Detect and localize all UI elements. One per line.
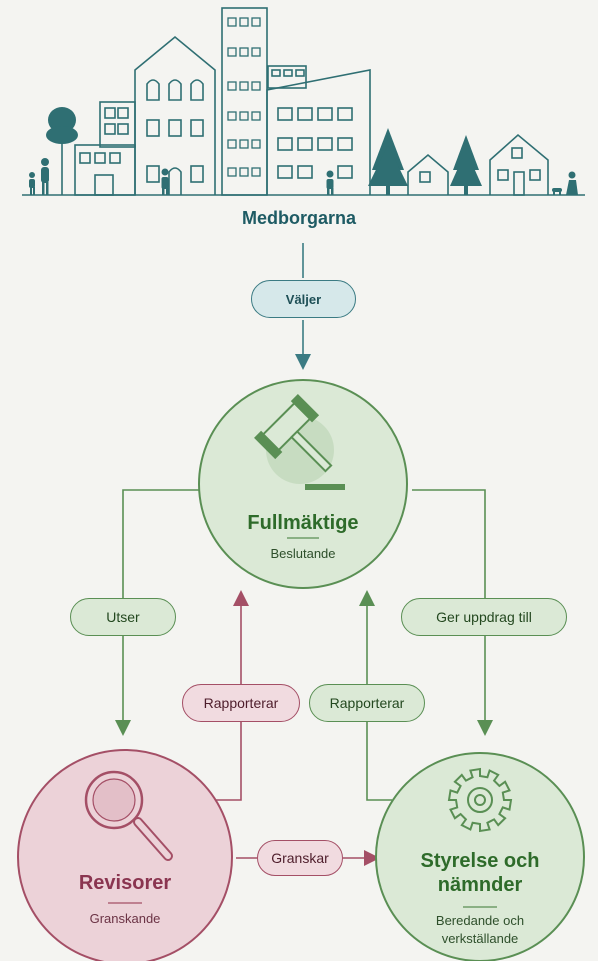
fullmaktige-subtitle: Beslutande [270,546,336,561]
revisorer-subtitle: Granskande [89,911,161,926]
city-illustration [22,7,585,196]
tree-icon [368,128,408,195]
granskar-pill: Granskar [257,840,343,876]
tree-icon [46,107,78,195]
styrelse-circle [375,752,585,961]
revisorer-title: Revisorer [78,872,172,894]
rapporterar-left-pill: Rapporterar [182,684,300,722]
fullmaktige-title: Fullmäktige [247,512,359,534]
gavel-icon [254,394,345,490]
styrelse-title-line1: Styrelse och [420,850,540,872]
medborgarna-label: Medborgarna [241,208,356,228]
ger-uppdrag-pill: Ger uppdrag till [401,598,567,636]
styrelse-title-line2: nämnder [437,874,523,896]
people-icon [29,158,578,195]
magnifier-icon [84,770,173,861]
styrelse-subtitle-line1: Beredande och [435,913,525,928]
fullmaktige-circle [198,379,408,589]
gear-icon [447,767,513,833]
utser-pill: Utser [70,598,176,636]
revisorer-circle [17,749,233,961]
tree-icon [450,135,482,195]
valjer-pill: Väljer [251,280,356,318]
styrelse-subtitle-line2: verkställande [441,931,519,946]
rapporterar-right-pill: Rapporterar [309,684,425,722]
